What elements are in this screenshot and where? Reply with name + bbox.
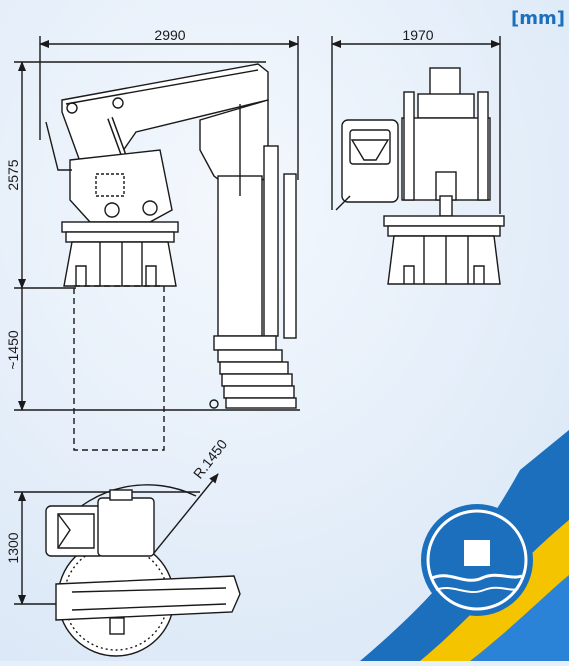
dim-height: 2575 (5, 159, 21, 190)
dim-plan-depth: 1300 (5, 532, 21, 563)
wave-logo-icon (421, 504, 533, 616)
unit-label: [mm] (511, 8, 565, 29)
dim-front-width: 1970 (402, 27, 433, 43)
side-view (14, 36, 300, 451)
dim-side-width: 2990 (154, 27, 185, 43)
dim-pedestal-depth: ~1450 (5, 330, 21, 370)
front-view (331, 36, 505, 285)
plan-view (14, 473, 241, 657)
